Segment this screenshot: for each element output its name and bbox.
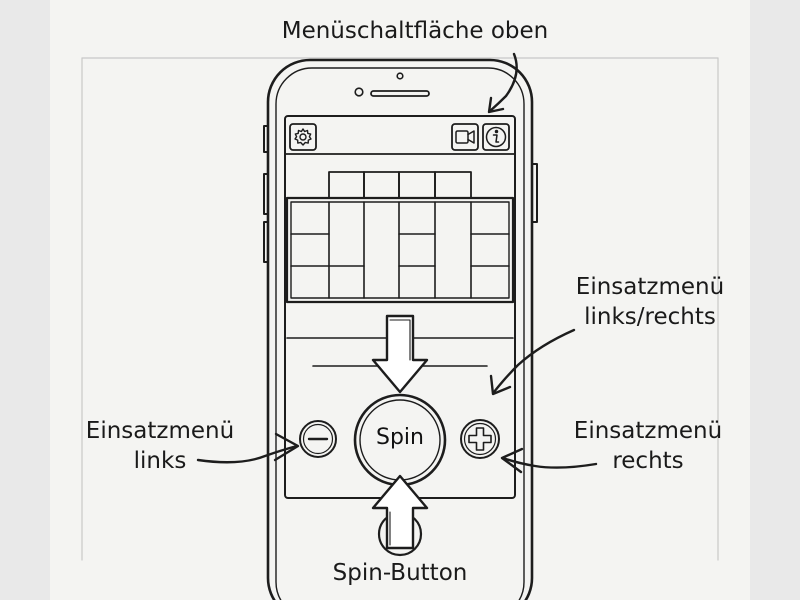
settings-button[interactable] <box>289 123 317 151</box>
arrow-spin-from-above <box>371 314 429 394</box>
bet-increase-button[interactable] <box>460 419 500 459</box>
front-camera <box>396 72 404 80</box>
arrow-top-menu <box>487 52 518 114</box>
info-icon <box>485 126 507 148</box>
arrow-bet-left <box>196 432 300 464</box>
label-bet-left-right-line1: Einsatzmenü <box>575 274 725 300</box>
label-bet-right-line1: Einsatzmenü <box>573 418 723 444</box>
reel-header-boxes <box>328 171 472 199</box>
label-bet-left-line1: Einsatzmenü <box>85 418 235 444</box>
spin-button-label[interactable]: Spin <box>376 425 424 450</box>
info-button[interactable] <box>482 123 510 151</box>
label-bet-left: Einsatzmenü links <box>75 416 245 476</box>
gear-icon <box>294 128 312 146</box>
label-bet-right-line2: rechts <box>612 448 684 474</box>
slot-reels <box>285 196 515 304</box>
label-bet-left-right: Einsatzmenü links/rechts <box>565 272 735 332</box>
label-bet-right: Einsatzmenü rechts <box>563 416 733 476</box>
label-spin-button: Spin-Button <box>332 560 468 586</box>
video-button[interactable] <box>451 123 479 151</box>
arrow-bet-left-right <box>489 328 576 396</box>
label-bet-left-line2: links <box>133 448 187 474</box>
phone-body <box>263 58 538 600</box>
arrow-bet-right <box>500 447 598 474</box>
bet-decrease-button[interactable] <box>299 420 337 458</box>
label-bet-left-right-line2: links/rechts <box>584 304 716 330</box>
label-top-menu: Menüschaltfläche oben <box>281 18 549 44</box>
page-frame <box>81 57 719 561</box>
arrow-spin-from-below <box>371 474 429 550</box>
earpiece <box>370 90 430 97</box>
front-sensor <box>354 87 364 97</box>
plus-icon <box>468 427 492 451</box>
video-camera-icon <box>455 130 475 144</box>
